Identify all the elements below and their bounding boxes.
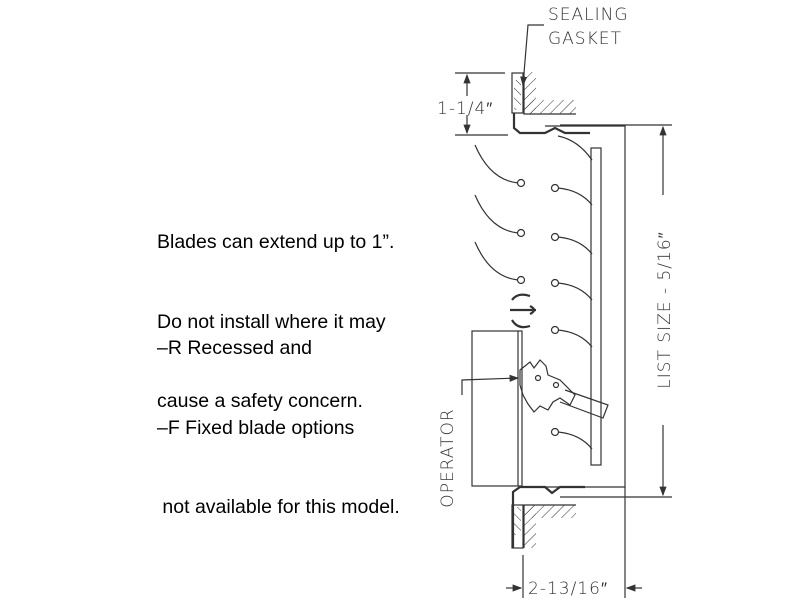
bottom-wall <box>523 504 576 548</box>
sealing-label: SEALING <box>548 5 629 25</box>
operator-housing <box>471 330 523 487</box>
operator-leader <box>461 374 520 395</box>
note-line: not available for this model. <box>157 496 400 518</box>
note-line: –F Fixed blade options <box>157 416 355 439</box>
options-note: –R Recessed and –F Fixed blade options n… <box>157 282 400 547</box>
gasket-leader <box>520 24 544 87</box>
mullion-clip <box>510 293 536 329</box>
top-wall <box>523 72 576 115</box>
note-line: Blades can extend up to 1”. <box>157 231 395 253</box>
flange-dimension: 1-1/4″ <box>437 72 508 136</box>
list-size-dimension: LIST SIZE - 5/16″ <box>655 125 675 497</box>
depth-dim-label: 2-13/16″ <box>528 579 608 599</box>
frame <box>520 124 672 498</box>
note-line: Do not install where it may <box>157 310 386 333</box>
list-size-label: LIST SIZE - 5/16″ <box>655 231 675 388</box>
depth-dimension: 2-13/16″ <box>506 487 642 599</box>
gasket-label: GASKET <box>548 29 622 49</box>
safety-note: Blades can extend up to 1”. Do not insta… <box>157 176 394 441</box>
open-blades <box>474 144 526 285</box>
operator-gear-icon <box>519 359 609 419</box>
bottom-flange <box>511 485 585 549</box>
note-line: –R Recessed and <box>157 337 313 359</box>
flange-dim-label: 1-1/4″ <box>437 99 493 119</box>
operator-label: OPERATOR <box>438 408 458 507</box>
top-flange <box>511 72 590 135</box>
note-line: cause a safety concern. <box>157 390 363 412</box>
closed-blades <box>550 135 593 450</box>
